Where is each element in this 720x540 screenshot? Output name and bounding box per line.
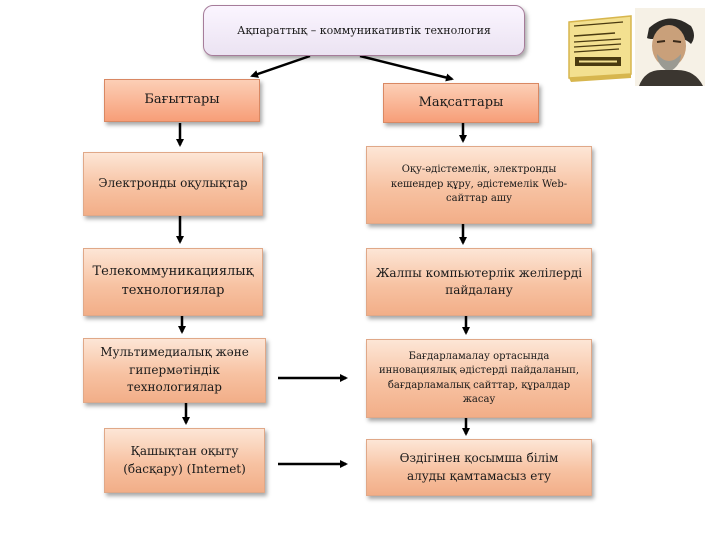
direction-box-1: Электронды оқулықтар bbox=[83, 152, 263, 216]
goal-label-3: Бағдарламалау ортасында инновациялық әді… bbox=[378, 350, 579, 406]
goal-box-4: Өздігінен қосымша білім алуды қамтамасыз… bbox=[366, 439, 592, 496]
direction-box-4: Қашықтан оқыту (басқару) (Internet) bbox=[104, 428, 265, 493]
goals-header: Мақсаттары bbox=[418, 94, 504, 110]
goal-box-2: Жалпы компьютерлік желілерді пайдалану bbox=[366, 248, 592, 316]
arrow-title-to-directions bbox=[250, 54, 311, 78]
goals-header-box: Мақсаттары bbox=[383, 83, 539, 123]
arrow-title-to-goals bbox=[359, 54, 454, 82]
goal-label-4: Өздігінен қосымша білім алуды қамтамасыз… bbox=[399, 451, 559, 483]
goal-label-2: Жалпы компьютерлік желілерді пайдалану bbox=[375, 265, 583, 297]
direction-label-1: Электронды оқулықтар bbox=[98, 176, 248, 191]
institute-logo bbox=[565, 8, 705, 86]
direction-box-2: Телекоммуникациялық технологиялар bbox=[83, 248, 263, 316]
direction-label-3: Мультимедиалық және гипермәтіндік технол… bbox=[100, 345, 249, 395]
logo-graphic bbox=[568, 8, 705, 86]
goal-label-1: Оқу-әдістемелік, электронды кешендер құр… bbox=[390, 164, 568, 205]
direction-label-4: Қашықтан оқыту (басқару) (Internet) bbox=[123, 444, 246, 476]
direction-box-3: Мультимедиалық және гипермәтіндік технол… bbox=[83, 338, 266, 403]
title-box: Ақпараттық – коммуникативтік технология bbox=[203, 5, 525, 56]
goal-box-1: Оқу-әдістемелік, электронды кешендер құр… bbox=[366, 146, 592, 224]
directions-header-box: Бағыттары bbox=[104, 79, 260, 122]
direction-label-2: Телекоммуникациялық технологиялар bbox=[92, 264, 254, 298]
directions-header: Бағыттары bbox=[144, 92, 220, 108]
goal-box-3: Бағдарламалау ортасында инновациялық әді… bbox=[366, 339, 592, 418]
diagram-title: Ақпараттық – коммуникативтік технология bbox=[237, 23, 491, 37]
